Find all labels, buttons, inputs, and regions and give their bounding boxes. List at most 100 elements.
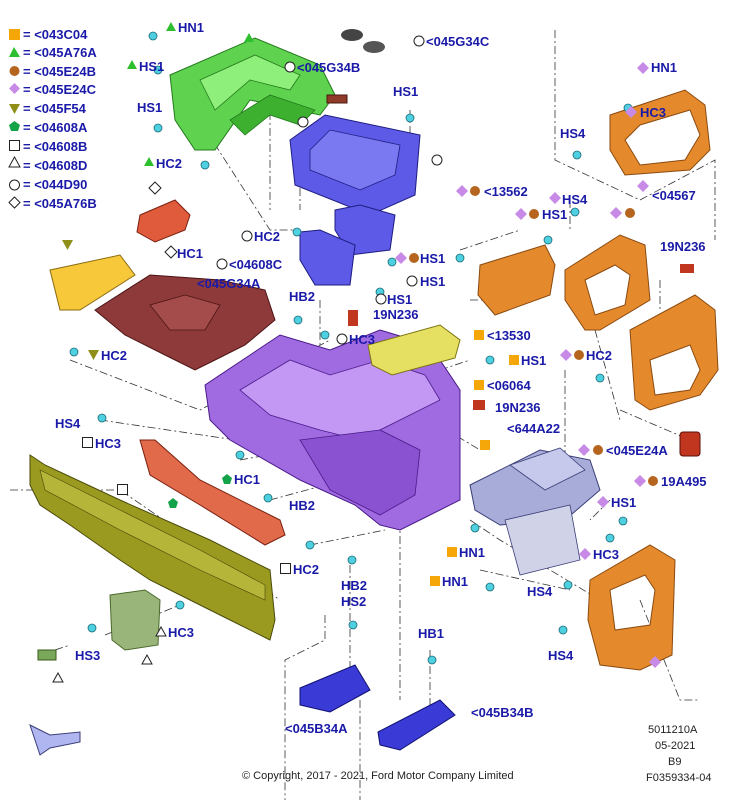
callout-hs2: HS2 [341,594,366,609]
callout-045g34b: <045G34B [297,60,360,75]
callout-19n236: 19N236 [373,307,419,322]
brown-mat-045g34a [94,274,276,371]
yellow-panel-left [49,254,136,311]
legend-symbol-square-open [9,140,20,151]
callout-hc1: HC1 [177,246,203,261]
clip-19n236 [473,400,485,410]
callout-hs1: HS1 [542,207,567,222]
orange-bracket-lower-right [587,544,676,671]
callout-045b34b: <045B34B [471,705,534,720]
callout-hc2: HC2 [254,229,280,244]
callout-hs1: HS1 [137,100,162,115]
fasteners [69,31,633,665]
legend-symbol-pentagon-green [9,121,20,131]
orange-panel-mid-right [564,234,651,331]
callout-hc2: HC2 [101,348,127,363]
callout-06064: <06064 [487,378,532,393]
legend-symbol-circle-open [9,179,20,191]
callout-644a22: <644A22 [507,421,560,436]
green-grey-panel-small [109,589,161,651]
legend-symbol-square-orange [9,29,20,40]
legend-label: = <045E24C [23,82,97,97]
callout-hc1: HC1 [234,472,260,487]
olive-side-panel-left [29,454,276,641]
module-19a495 [679,431,701,457]
callout-hb1: HB1 [418,626,444,641]
legend-label: = <043C04 [23,27,88,42]
callout-labels: HN1 HS1 HS1 HC2 HC1 <045G34C <045G34B HS… [55,20,707,736]
callout-hn1: HN1 [178,20,204,35]
callout-hs1: HS1 [420,274,445,289]
callout-hc3: HC3 [168,625,194,640]
callout-hb2: HB2 [341,578,367,593]
callout-045g34c: <045G34C [426,34,490,49]
clip-19n236 [680,264,694,273]
clip-19n236 [348,310,358,326]
blue-pocket-04608c [299,229,356,286]
callout-hs1: HS1 [420,251,445,266]
salmon-side-trim [139,439,286,546]
small-caps-045g34c [341,29,385,53]
callout-04567: <04567 [652,188,696,203]
reference-number: 5011210A [648,724,698,736]
callout-hn1: HN1 [442,574,468,589]
legend-label: = <04608B [23,139,87,154]
red-bracket-left [136,199,191,243]
legend: = <043C04 = <045A76A = <045E24B = <045E2… [8,27,97,211]
purple-main-console [204,329,461,531]
callout-hc2: HC2 [586,348,612,363]
callout-13562: <13562 [484,184,528,199]
legend-symbol-diamond-violet [9,83,20,94]
callout-hc2: HC2 [293,562,319,577]
callout-hn1: HN1 [459,545,485,560]
clip-hs3 [37,649,57,661]
blue-storage-tray [289,114,421,256]
callout-hs4: HS4 [55,416,81,431]
callout-hs1: HS1 [521,353,546,368]
callout-hs1: HS1 [139,59,164,74]
callout-hs4: HS4 [562,192,588,207]
callout-markers [52,22,661,683]
callout-hs1: HS1 [611,495,636,510]
callout-04608c: <04608C [229,257,283,272]
yellow-tray-13530 [367,324,461,376]
blue-bracket-045b34a [299,664,371,713]
callout-hn1: HN1 [651,60,677,75]
legend-label: = <045A76A [23,45,97,60]
copyright: © Copyright, 2017 - 2021, Ford Motor Com… [242,770,514,782]
callout-hc2: HC2 [156,156,182,171]
callout-hs3: HS3 [75,648,100,663]
callout-hc3: HC3 [593,547,619,562]
legend-symbol-circle-brown [9,66,20,76]
revision: B9 [668,756,681,768]
blue-bracket-045b34b [377,699,456,751]
callout-hs4: HS4 [527,584,553,599]
callout-13530: <13530 [487,328,531,343]
figure-number: F0359334-04 [646,772,711,784]
legend-label: = <04608D [23,158,87,173]
legend-symbol-diamond-open [8,196,21,209]
legend-label: = <045F54 [23,101,87,116]
legend-label: = <045A76B [23,196,97,211]
clip-045g34b [326,94,348,104]
legend-symbol-triangle-down-olive [9,104,20,114]
callout-19a495: 19A495 [661,474,707,489]
orange-frame-045e24a [629,294,719,411]
legend-symbol-triangle-open [8,155,21,168]
callout-hs1: HS1 [393,84,418,99]
callout-19n236: 19N236 [660,239,706,254]
date-code: 05-2021 [655,740,695,752]
orange-trim-ring-top [609,89,711,176]
callout-hc3: HC3 [640,105,666,120]
footer: © Copyright, 2017 - 2021, Ford Motor Com… [242,724,711,784]
callout-19n236: 19N236 [495,400,541,415]
callout-hb2: HB2 [289,498,315,513]
legend-label: = <045E24B [23,64,96,79]
callout-hc3: HC3 [95,436,121,451]
callout-045g34a: <045G34A [197,276,261,291]
callout-045b34a: <045B34A [285,721,348,736]
legend-label: = <044D90 [23,177,87,192]
orange-cupholder-13562 [477,244,556,316]
legend-symbol-triangle-green [9,47,20,57]
